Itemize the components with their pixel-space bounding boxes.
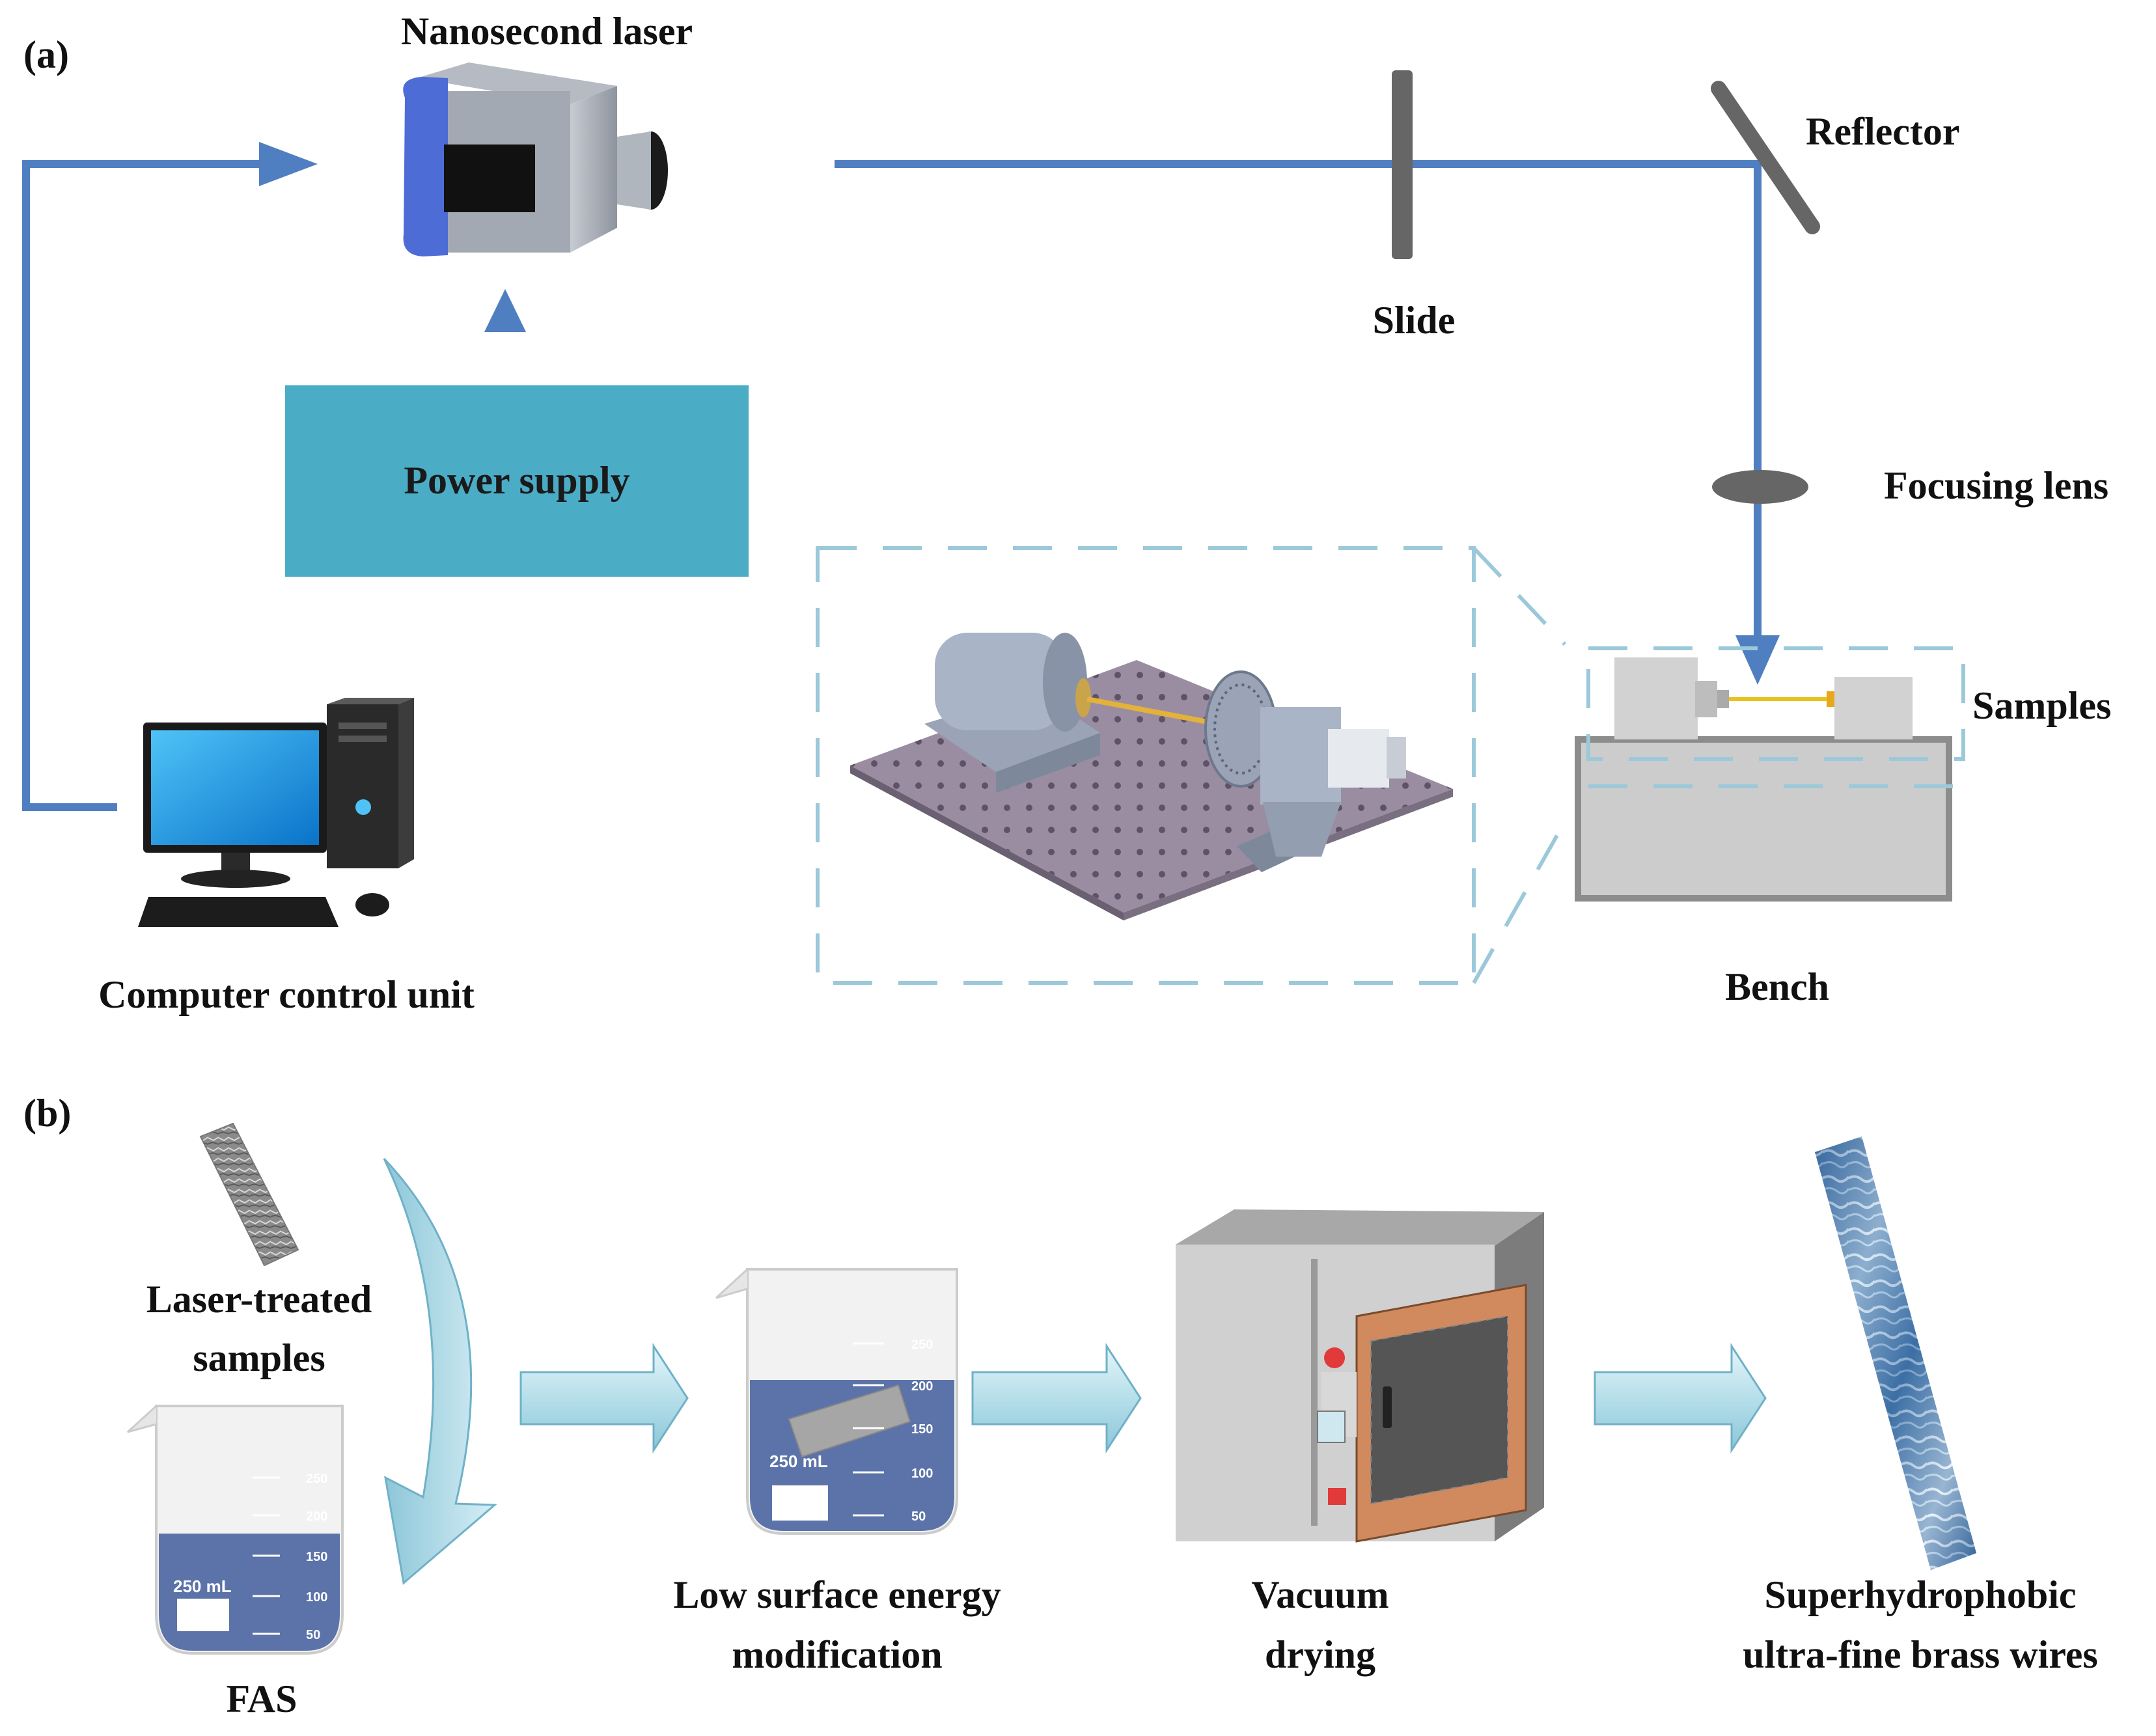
label-slide: Slide: [1373, 299, 1456, 342]
zoom-frame: [816, 546, 1965, 985]
label-samples: Samples: [1972, 684, 2111, 727]
label-focusing-lens: Focusing lens: [1884, 464, 2108, 507]
label-power-supply: Power supply: [404, 459, 629, 502]
label-fas: FAS: [227, 1677, 297, 1720]
label-low-surface-1: Low surface energy: [673, 1573, 1001, 1616]
reflector: [1711, 81, 1820, 234]
modification-beaker: 250 mL 250 200 150 100 50: [715, 1268, 958, 1535]
label-vacuum-1: Vacuum: [1251, 1573, 1389, 1616]
apparatus-zoom: [850, 633, 1453, 920]
power-arrow: [484, 289, 526, 332]
label-vacuum-2: drying: [1265, 1633, 1375, 1676]
focusing-lens: [1712, 470, 1808, 504]
fas-tick-200: 200: [306, 1509, 327, 1524]
slide: [1392, 70, 1413, 259]
nanosecond-laser: [403, 62, 668, 256]
power-supply-box: [285, 385, 749, 577]
process-arrow-1: [519, 1342, 689, 1454]
fas-tick-250: 250: [306, 1472, 327, 1486]
superhydrophobic-wire: [1815, 1137, 1976, 1570]
immersion-curved-arrow: [383, 1157, 497, 1585]
mod-tick-250: 250: [911, 1338, 933, 1352]
label-low-surface-2: modification: [732, 1633, 942, 1676]
label-laser-treated-1: Laser-treated: [146, 1278, 372, 1321]
label-bench: Bench: [1725, 965, 1829, 1008]
panel-label-b: (b): [23, 1092, 71, 1135]
fas-beaker-volume: 250 mL: [173, 1577, 232, 1596]
control-signal-line: [22, 142, 318, 811]
fas-tick-50: 50: [306, 1628, 320, 1642]
bench: [1575, 657, 1952, 902]
process-arrow-3: [1594, 1342, 1767, 1454]
mod-beaker-volume: 250 mL: [769, 1452, 828, 1471]
fas-tick-100: 100: [306, 1590, 327, 1605]
computer-control-unit: [138, 698, 414, 927]
label-nanosecond-laser: Nanosecond laser: [401, 10, 693, 53]
fas-tick-150: 150: [306, 1550, 327, 1564]
label-computer: Computer control unit: [98, 973, 475, 1016]
process-arrow-2: [971, 1342, 1142, 1454]
label-reflector: Reflector: [1806, 110, 1959, 153]
panel-label-a: (a): [23, 33, 69, 76]
mod-tick-100: 100: [911, 1467, 933, 1481]
label-superhydrophobic-2: ultra-fine brass wires: [1743, 1633, 2098, 1676]
mod-tick-150: 150: [911, 1422, 933, 1437]
laser-treated-sample: [199, 1122, 299, 1267]
fas-beaker: 250 mL 250 200 150 100 50: [126, 1405, 344, 1655]
label-laser-treated-2: samples: [193, 1336, 325, 1379]
laser-beam: [835, 160, 1780, 685]
vacuum-oven: [1176, 1209, 1544, 1543]
mod-tick-50: 50: [911, 1509, 926, 1524]
mod-tick-200: 200: [911, 1379, 933, 1394]
label-superhydrophobic-1: Superhydrophobic: [1764, 1573, 2076, 1616]
